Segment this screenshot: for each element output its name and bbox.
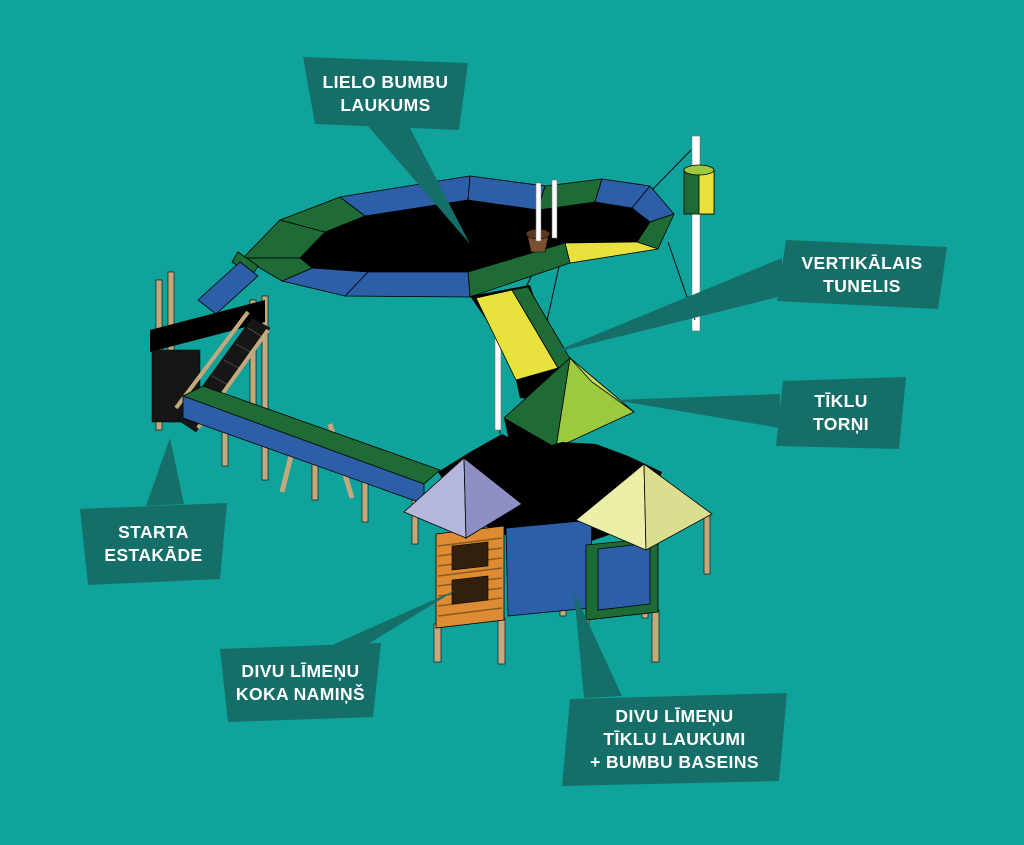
- callout-tail: [368, 126, 470, 244]
- ball-arena-ring: [241, 175, 675, 298]
- tall-white-pole: [691, 135, 701, 332]
- ball-pool-panel: [505, 519, 593, 617]
- tube-cylinder: [683, 164, 715, 215]
- callout-box: [220, 643, 381, 722]
- support-pole: [703, 515, 711, 575]
- callout-vertikalais-tunelis: [549, 240, 947, 354]
- tower-panel: [597, 542, 651, 611]
- house-window: [451, 541, 489, 571]
- callout-box: [80, 503, 227, 585]
- arena-wall: [564, 241, 659, 264]
- support-pole: [497, 617, 506, 665]
- roof-face-right: [643, 463, 713, 551]
- net-tower-green: [503, 356, 635, 470]
- wood-house: [433, 525, 506, 665]
- support-pole: [433, 623, 442, 663]
- roof-face-top: [569, 357, 635, 413]
- callout-box: [562, 693, 787, 786]
- callout-tiklu-laukumi: [562, 592, 787, 786]
- arena-net-floor: [300, 200, 650, 272]
- callout-koka-namins: [220, 590, 456, 722]
- white-post: [535, 182, 542, 242]
- stair-rail: [174, 310, 250, 410]
- callout-tail: [614, 394, 780, 428]
- support-pole: [651, 609, 660, 663]
- callout-starta-estakade: [80, 438, 227, 585]
- callout-tiklu-torni: [614, 377, 906, 449]
- ramp-side: [182, 395, 425, 505]
- callout-lielo-bumbu: [303, 57, 470, 244]
- callout-tail: [574, 592, 622, 698]
- callout-tail: [330, 590, 456, 646]
- callout-tail: [146, 438, 184, 506]
- ramp-top: [181, 385, 441, 485]
- callout-box: [776, 377, 906, 449]
- roof-face-right: [463, 457, 523, 539]
- callout-box: [303, 57, 468, 130]
- purple-roof-tower: [403, 457, 523, 539]
- white-post: [551, 179, 558, 239]
- tower-platform: [150, 300, 265, 352]
- start-ramp: [181, 385, 441, 545]
- house-window: [451, 575, 489, 605]
- callout-tail: [549, 258, 782, 354]
- callout-box: [777, 240, 947, 309]
